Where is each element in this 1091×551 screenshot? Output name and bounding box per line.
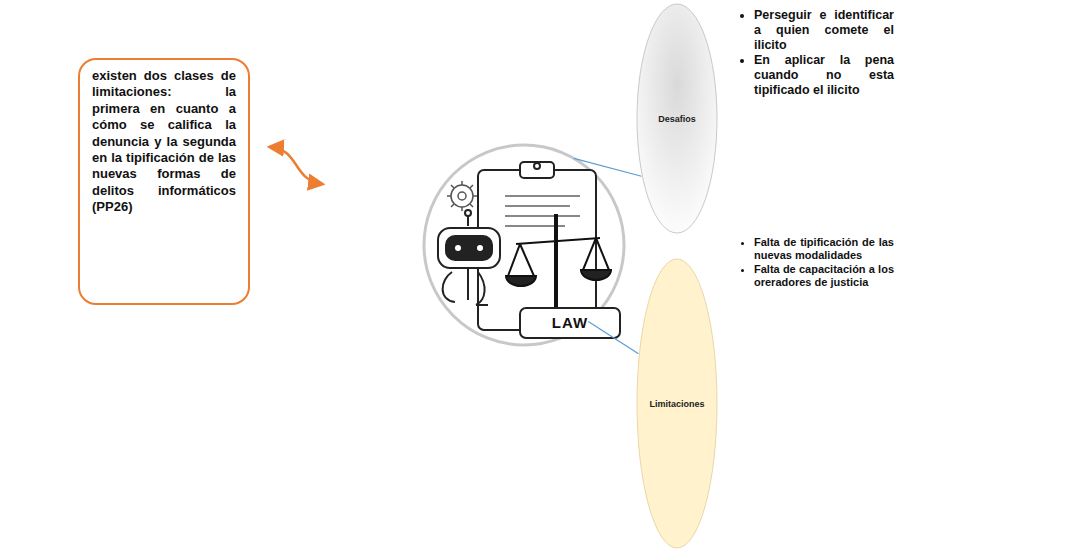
illustration-circle — [424, 145, 624, 345]
ellipse-shape — [637, 4, 717, 233]
ellipse-content: Limitaciones — [636, 258, 718, 549]
note-text: existen dos clases de limitaciones: la p… — [92, 68, 236, 216]
connector-line — [574, 158, 641, 176]
gear-icon — [447, 181, 477, 211]
connector-line — [588, 322, 638, 354]
illustration-node: LAW — [424, 145, 624, 345]
plate-text: LAW — [520, 314, 620, 331]
ellipse-content: Desafios — [636, 3, 718, 234]
bullet-item: Falta de capacitación a los oreradores d… — [754, 263, 894, 290]
bullet-item: Falta de tipificación de las nuevas moda… — [754, 236, 894, 263]
bullet-list: Perseguir e identificar a quien comete e… — [742, 8, 894, 98]
ellipse-label: Desafios — [658, 114, 696, 124]
document-lines — [505, 196, 580, 226]
law-plate — [520, 308, 620, 338]
note-box: existen dos clases de limitaciones: la p… — [78, 58, 250, 305]
ellipse-node: Limitaciones — [636, 258, 718, 549]
bullet-item: Perseguir e identificar a quien comete e… — [754, 8, 894, 53]
scales-icon — [506, 214, 611, 310]
robot-icon — [438, 210, 500, 305]
ellipse-shape — [637, 259, 717, 548]
bullet-list: Falta de tipificación de las nuevas moda… — [742, 236, 894, 290]
bullet-item: En aplicar la pena cuando no esta tipifi… — [754, 53, 894, 98]
double-arrow — [270, 147, 322, 184]
ellipse-node: Desafios — [636, 3, 718, 234]
ellipse-label: Limitaciones — [649, 399, 704, 409]
